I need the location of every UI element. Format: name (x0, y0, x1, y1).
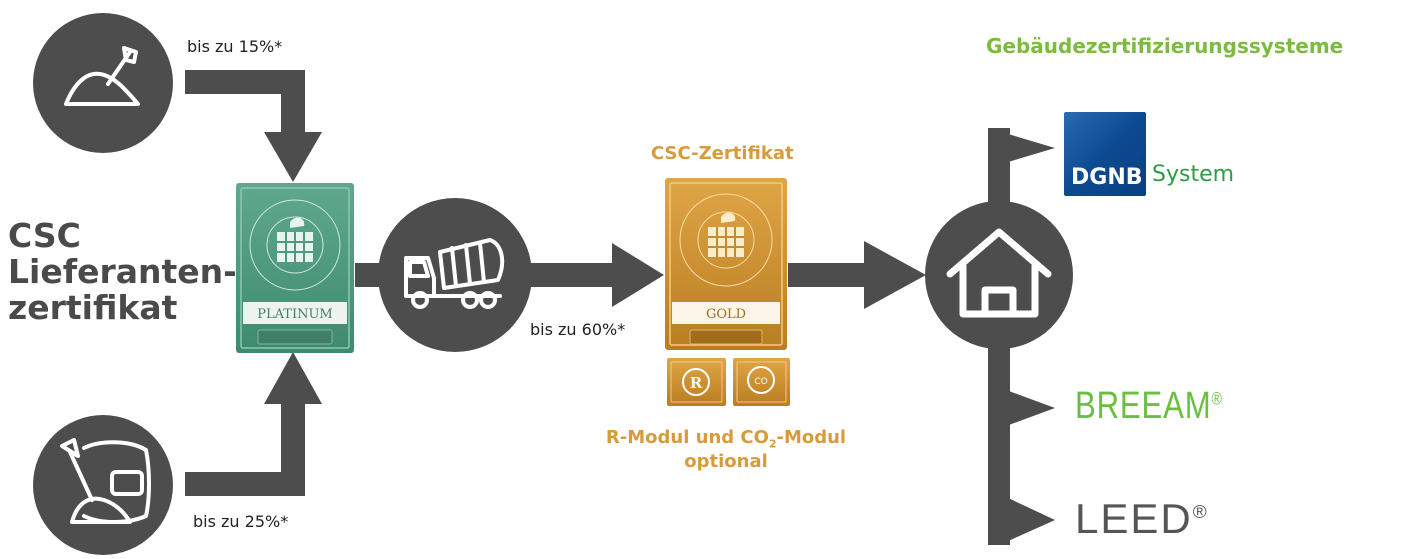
arrow-gold-to-house (788, 241, 926, 309)
cement-circle (33, 415, 173, 555)
platinum-badge-label: PLATINUM (257, 307, 333, 322)
cement-percent-label: bis zu 25%* (193, 512, 289, 531)
house-icon (946, 228, 1052, 318)
arrow-sand-to-platinum (185, 70, 322, 182)
co2-module-badge (733, 358, 790, 406)
dgnb-system-label: System (1152, 162, 1235, 187)
sand-circle (33, 13, 173, 153)
dgnb-logo-text: DGNB (1071, 165, 1143, 190)
platinum-certificate-badge (236, 183, 354, 353)
sand-percent-label: bis zu 15%* (187, 37, 283, 56)
arrow-truck-to-gold (528, 243, 664, 307)
r-module-badge (667, 358, 726, 406)
supplier-title-line-3: zertifikat (8, 288, 178, 327)
leed-logo: LEED® (1075, 495, 1209, 542)
supplier-title-line-1: CSC (8, 216, 81, 255)
arrow-cement-to-platinum (185, 352, 322, 496)
connector-platinum-to-truck (355, 263, 380, 287)
gold-badge-label: GOLD (706, 307, 746, 322)
modules-caption: R-Modul und CO2-Modul optional (598, 427, 854, 472)
co2-module-letters: CO (754, 377, 767, 387)
modules-caption-line-1: R-Modul und CO2-Modul (605, 427, 847, 451)
truck-percent-label: bis zu 60%* (530, 320, 626, 339)
r-module-letter: R (690, 374, 703, 392)
cement-bag-shovel-icon (60, 438, 151, 524)
supplier-certificate-title: CSC Lieferanten- zertifikat (8, 218, 237, 326)
concrete-mixer-truck-icon (404, 238, 505, 309)
modules-caption-line-2: optional (684, 450, 768, 472)
gold-certificate-badge (665, 178, 787, 350)
systems-heading: Gebäudezertifizierungssysteme (986, 34, 1344, 58)
supplier-title-line-2: Lieferanten- (8, 252, 237, 291)
breeam-logo: BREEAM® (1075, 385, 1223, 427)
csc-certificate-heading: CSC-Zertifikat (651, 143, 794, 164)
connector-house-to-systems (988, 128, 1055, 545)
dgnb-logo: DGNB (1064, 112, 1146, 196)
sand-pile-shovel-icon (64, 46, 140, 106)
